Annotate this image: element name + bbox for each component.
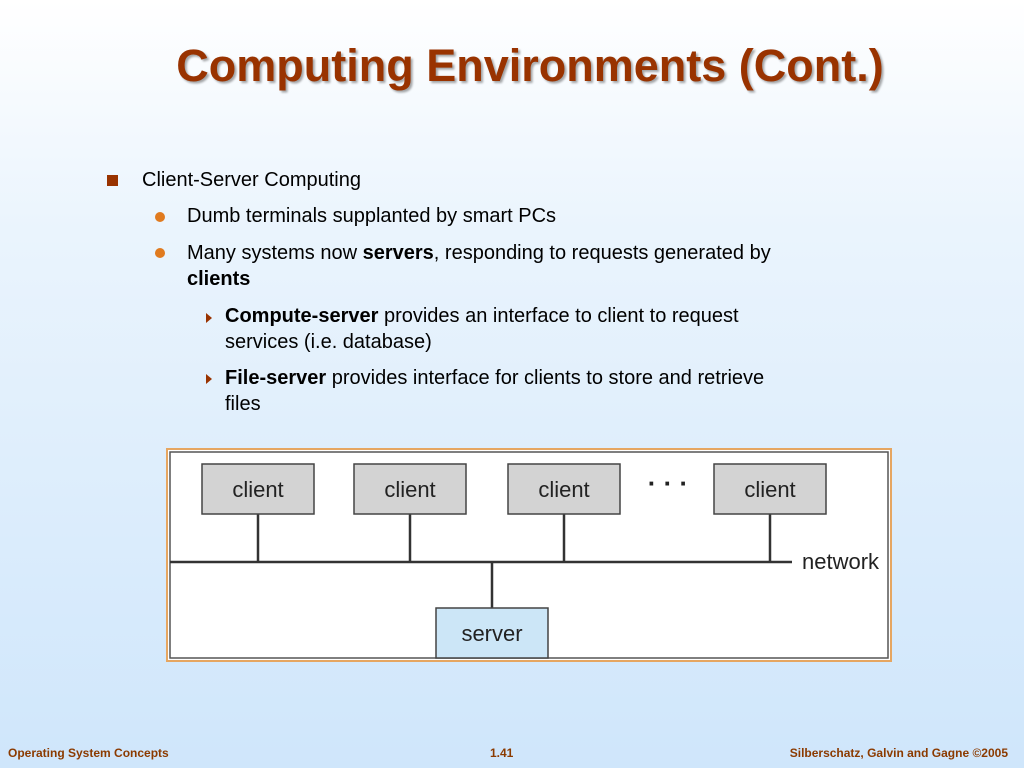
bullet-file-server: File-server provides interface for clien…	[225, 365, 925, 417]
bullet-compute-server: Compute-server provides an interface to …	[225, 303, 925, 355]
bullet-client-server: Client-Server Computing	[142, 167, 361, 193]
circle-bullet-icon	[155, 248, 165, 258]
client-node: client	[353, 463, 467, 515]
bullet-text-mid: , responding to requests generated by	[433, 242, 771, 264]
client-box	[201, 463, 315, 515]
client-node: client	[201, 463, 315, 515]
bullet-text-cont: files	[225, 393, 261, 415]
bullet-text: Client-Server Computing	[142, 169, 361, 191]
client-label: client	[232, 477, 283, 502]
footer-page-number: 1.41	[490, 746, 514, 760]
client-server-diagram: client client client · · · client networ…	[166, 448, 892, 662]
network-lines	[170, 514, 792, 608]
client-label: client	[384, 477, 435, 502]
square-bullet-icon	[107, 175, 118, 186]
arrow-bullet-icon	[206, 374, 212, 384]
client-box	[353, 463, 467, 515]
bullet-text: Dumb terminals supplanted by smart PCs	[187, 205, 557, 227]
arrow-bullet-icon	[206, 313, 212, 323]
bullet-many-systems: Many systems now servers, responding to …	[187, 240, 927, 292]
bold-servers: servers	[362, 242, 434, 264]
client-box	[713, 463, 827, 515]
bold-compute-server: Compute-server	[225, 305, 379, 327]
footer-left: Operating System Concepts	[8, 746, 169, 760]
network-label: network	[802, 549, 880, 574]
bullet-dumb-terminals: Dumb terminals supplanted by smart PCs	[187, 203, 556, 229]
slide-title: Computing Environments (Cont.)	[176, 40, 884, 91]
client-box	[507, 463, 621, 515]
bullet-text-rest: provides interface for clients to store …	[326, 367, 765, 389]
bold-file-server: File-server	[225, 367, 327, 389]
server-node: server	[435, 607, 549, 659]
server-box	[435, 607, 549, 659]
client-label: client	[744, 477, 795, 502]
client-node: client	[713, 463, 827, 515]
bullet-text-pre: Many systems now	[187, 242, 363, 264]
server-label: server	[461, 621, 522, 646]
circle-bullet-icon	[155, 212, 165, 222]
client-label: client	[538, 477, 589, 502]
client-node: client	[507, 463, 621, 515]
bullet-text-cont: services (i.e. database)	[225, 331, 432, 353]
footer-right: Silberschatz, Galvin and Gagne ©2005	[789, 746, 1008, 760]
bold-clients: clients	[187, 268, 251, 290]
bullet-text-rest: provides an interface to client to reque…	[378, 305, 739, 327]
ellipsis: · · ·	[648, 468, 688, 498]
